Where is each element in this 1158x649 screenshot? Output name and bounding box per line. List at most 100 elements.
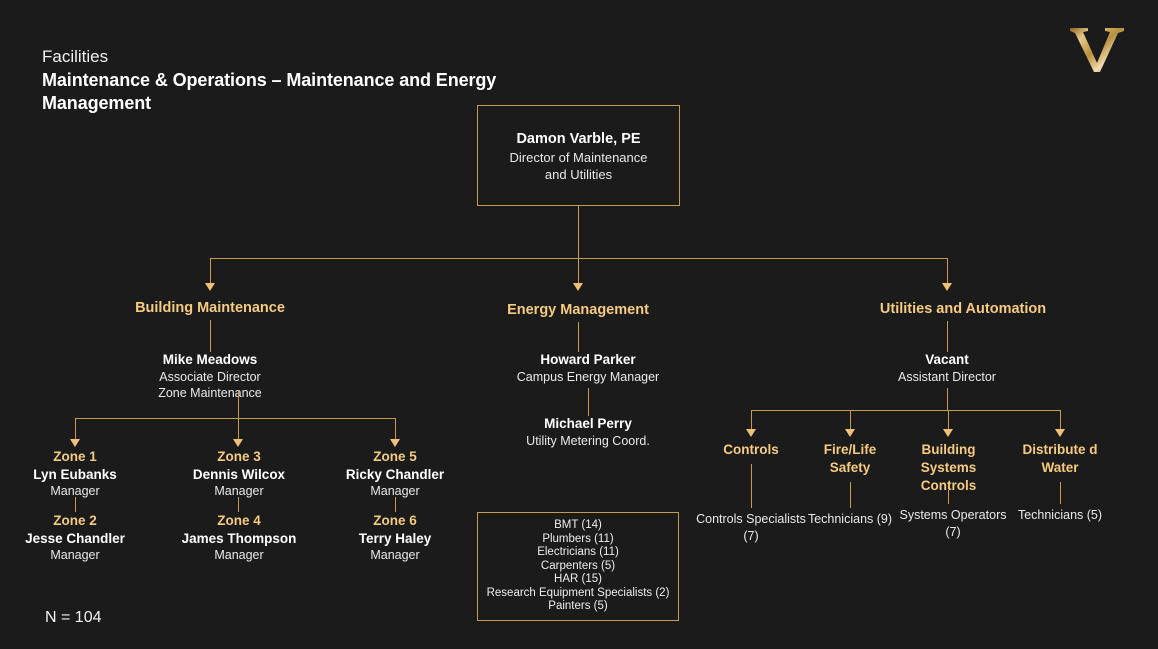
zone-manager-role: Manager xyxy=(370,548,420,562)
person-vacant-assistant-director[interactable]: Vacant Assistant Director xyxy=(847,351,1047,385)
unit-staff-controls: Controls Specialists (7) xyxy=(696,512,806,543)
zone-label: Zone 4 xyxy=(217,513,261,528)
connector-water-to-staff xyxy=(1060,482,1061,504)
trade-row: Painters (5) xyxy=(548,600,608,613)
zone-manager-name: Terry Haley xyxy=(358,531,432,546)
branch-label-energy-management[interactable]: Energy Management xyxy=(507,302,649,318)
root-node-title-line2: and Utilities xyxy=(544,166,613,182)
arrow-unit-fire xyxy=(845,429,855,437)
zone-manager-name: James Thompson xyxy=(181,531,297,546)
connector-fire-to-staff xyxy=(850,482,851,508)
unit-staff-fire-life-safety: Technicians (9) xyxy=(807,512,893,526)
zone-label: Zone 6 xyxy=(373,513,417,528)
zone-node-5[interactable]: Zone 5 Ricky Chandler Manager xyxy=(325,448,465,500)
zone-manager-role: Manager xyxy=(50,548,100,562)
connector-unit-fire-drop xyxy=(850,410,851,430)
zone-manager-name: Lyn Eubanks xyxy=(33,467,117,482)
trade-row: HAR (15) xyxy=(554,573,602,586)
person-name: Vacant xyxy=(925,352,969,367)
connector-branch-mid-drop xyxy=(578,258,579,284)
arrow-zone1 xyxy=(70,439,80,447)
total-headcount: N = 104 xyxy=(45,609,102,626)
person-name: Howard Parker xyxy=(540,352,636,367)
header-eyebrow: Facilities xyxy=(42,47,109,66)
zone-manager-role: Manager xyxy=(50,484,100,498)
connector-parker-to-perry xyxy=(588,388,589,416)
connector-units-bus xyxy=(751,410,1061,411)
connector-vacant-stem xyxy=(947,388,948,410)
trade-row: Electricians (11) xyxy=(537,546,619,559)
branch-label-building-maintenance[interactable]: Building Maintenance xyxy=(135,300,285,316)
person-howard-parker[interactable]: Howard Parker Campus Energy Manager xyxy=(478,351,698,385)
trade-row: Carpenters (5) xyxy=(540,559,616,572)
zone-node-1[interactable]: Zone 1 Lyn Eubanks Manager xyxy=(10,448,140,500)
connector-unit-controls-drop xyxy=(751,410,752,430)
zone-manager-name: Dennis Wilcox xyxy=(192,467,286,482)
connector-bsc-to-staff xyxy=(948,490,949,504)
zone-label: Zone 1 xyxy=(53,449,97,464)
zone-label: Zone 3 xyxy=(217,449,261,464)
arrow-unit-controls xyxy=(746,429,756,437)
person-title-line1: Utility Metering Coord. xyxy=(526,434,650,448)
vanderbilt-v-logo xyxy=(1066,22,1128,74)
connector-bm-to-lead xyxy=(210,320,211,352)
connector-root-stem xyxy=(578,206,579,258)
root-node-title-line1: Director of Maintenance xyxy=(509,149,648,165)
zone-manager-role: Manager xyxy=(370,484,420,498)
trade-row: BMT (14) xyxy=(554,518,602,531)
zone-node-4[interactable]: Zone 4 James Thompson Manager xyxy=(160,512,318,564)
root-node-director[interactable]: Damon Varble, PE Director of Maintenance… xyxy=(477,105,680,206)
arrow-branch-left xyxy=(205,283,215,291)
person-title-line2: Zone Maintenance xyxy=(158,386,262,400)
unit-staff-distributed-water: Technicians (5) xyxy=(1017,508,1103,522)
slide-header: Facilities Maintenance & Operations – Ma… xyxy=(42,45,682,115)
trade-row: Research Equipment Specialists (2) xyxy=(486,586,670,599)
zone-manager-role: Manager xyxy=(214,548,264,562)
arrow-zone5 xyxy=(390,439,400,447)
person-title-line1: Associate Director xyxy=(159,370,261,384)
connector-em-to-lead xyxy=(578,322,579,352)
arrow-branch-mid xyxy=(573,283,583,291)
connector-meadows-stem xyxy=(238,390,239,418)
connector-branch-right-drop xyxy=(947,258,948,284)
connector-branch-bus xyxy=(210,258,948,259)
person-title-line1: Campus Energy Manager xyxy=(516,370,660,384)
person-title-line1: Assistant Director xyxy=(898,370,996,384)
connector-zone1-to-zone2 xyxy=(75,497,76,512)
zone-manager-name: Ricky Chandler xyxy=(345,467,445,482)
connector-controls-to-staff xyxy=(751,464,752,508)
connector-zone5-to-zone6 xyxy=(395,497,396,512)
zone-node-2[interactable]: Zone 2 Jesse Chandler Manager xyxy=(22,512,128,564)
zone-node-3[interactable]: Zone 3 Dennis Wilcox Manager xyxy=(168,448,310,500)
person-name: Mike Meadows xyxy=(162,352,258,367)
unit-label-fire-life-safety[interactable]: Fire/Life Safety xyxy=(823,442,877,475)
unit-label-building-systems-controls[interactable]: Building Systems Controls xyxy=(920,442,977,493)
trade-row: Plumbers (11) xyxy=(542,532,614,545)
connector-ua-to-lead xyxy=(947,321,948,352)
page-title-line1: Maintenance & Operations – Maintenance a… xyxy=(42,70,497,90)
connector-branch-left-drop xyxy=(210,258,211,284)
branch-label-utilities-automation[interactable]: Utilities and Automation xyxy=(879,301,1047,317)
arrow-unit-water xyxy=(1055,429,1065,437)
person-mike-meadows[interactable]: Mike Meadows Associate Director Zone Mai… xyxy=(110,351,310,401)
connector-zones-bus xyxy=(75,418,395,419)
person-michael-perry[interactable]: Michael Perry Utility Metering Coord. xyxy=(478,415,698,449)
zone-node-6[interactable]: Zone 6 Terry Haley Manager xyxy=(330,512,460,564)
arrow-unit-bsc xyxy=(943,429,953,437)
unit-label-controls[interactable]: Controls xyxy=(723,442,779,457)
unit-staff-building-systems-controls: Systems Operators (7) xyxy=(899,508,1007,539)
zone-manager-name: Jesse Chandler xyxy=(25,531,125,546)
connector-zone3-to-zone4 xyxy=(238,497,239,512)
zone-label: Zone 2 xyxy=(53,513,97,528)
arrow-branch-right xyxy=(942,283,952,291)
person-name: Michael Perry xyxy=(544,416,632,431)
connector-unit-bsc-drop xyxy=(948,410,949,430)
connector-zone5-drop xyxy=(395,418,396,440)
connector-unit-water-drop xyxy=(1060,410,1061,430)
unit-label-distributed-water[interactable]: Distribute d Water xyxy=(1022,442,1098,475)
connector-zone3-drop xyxy=(238,418,239,440)
root-node-name: Damon Varble, PE xyxy=(516,130,641,147)
arrow-zone3 xyxy=(233,439,243,447)
trades-headcount-box[interactable]: BMT (14) Plumbers (11) Electricians (11)… xyxy=(477,512,679,621)
